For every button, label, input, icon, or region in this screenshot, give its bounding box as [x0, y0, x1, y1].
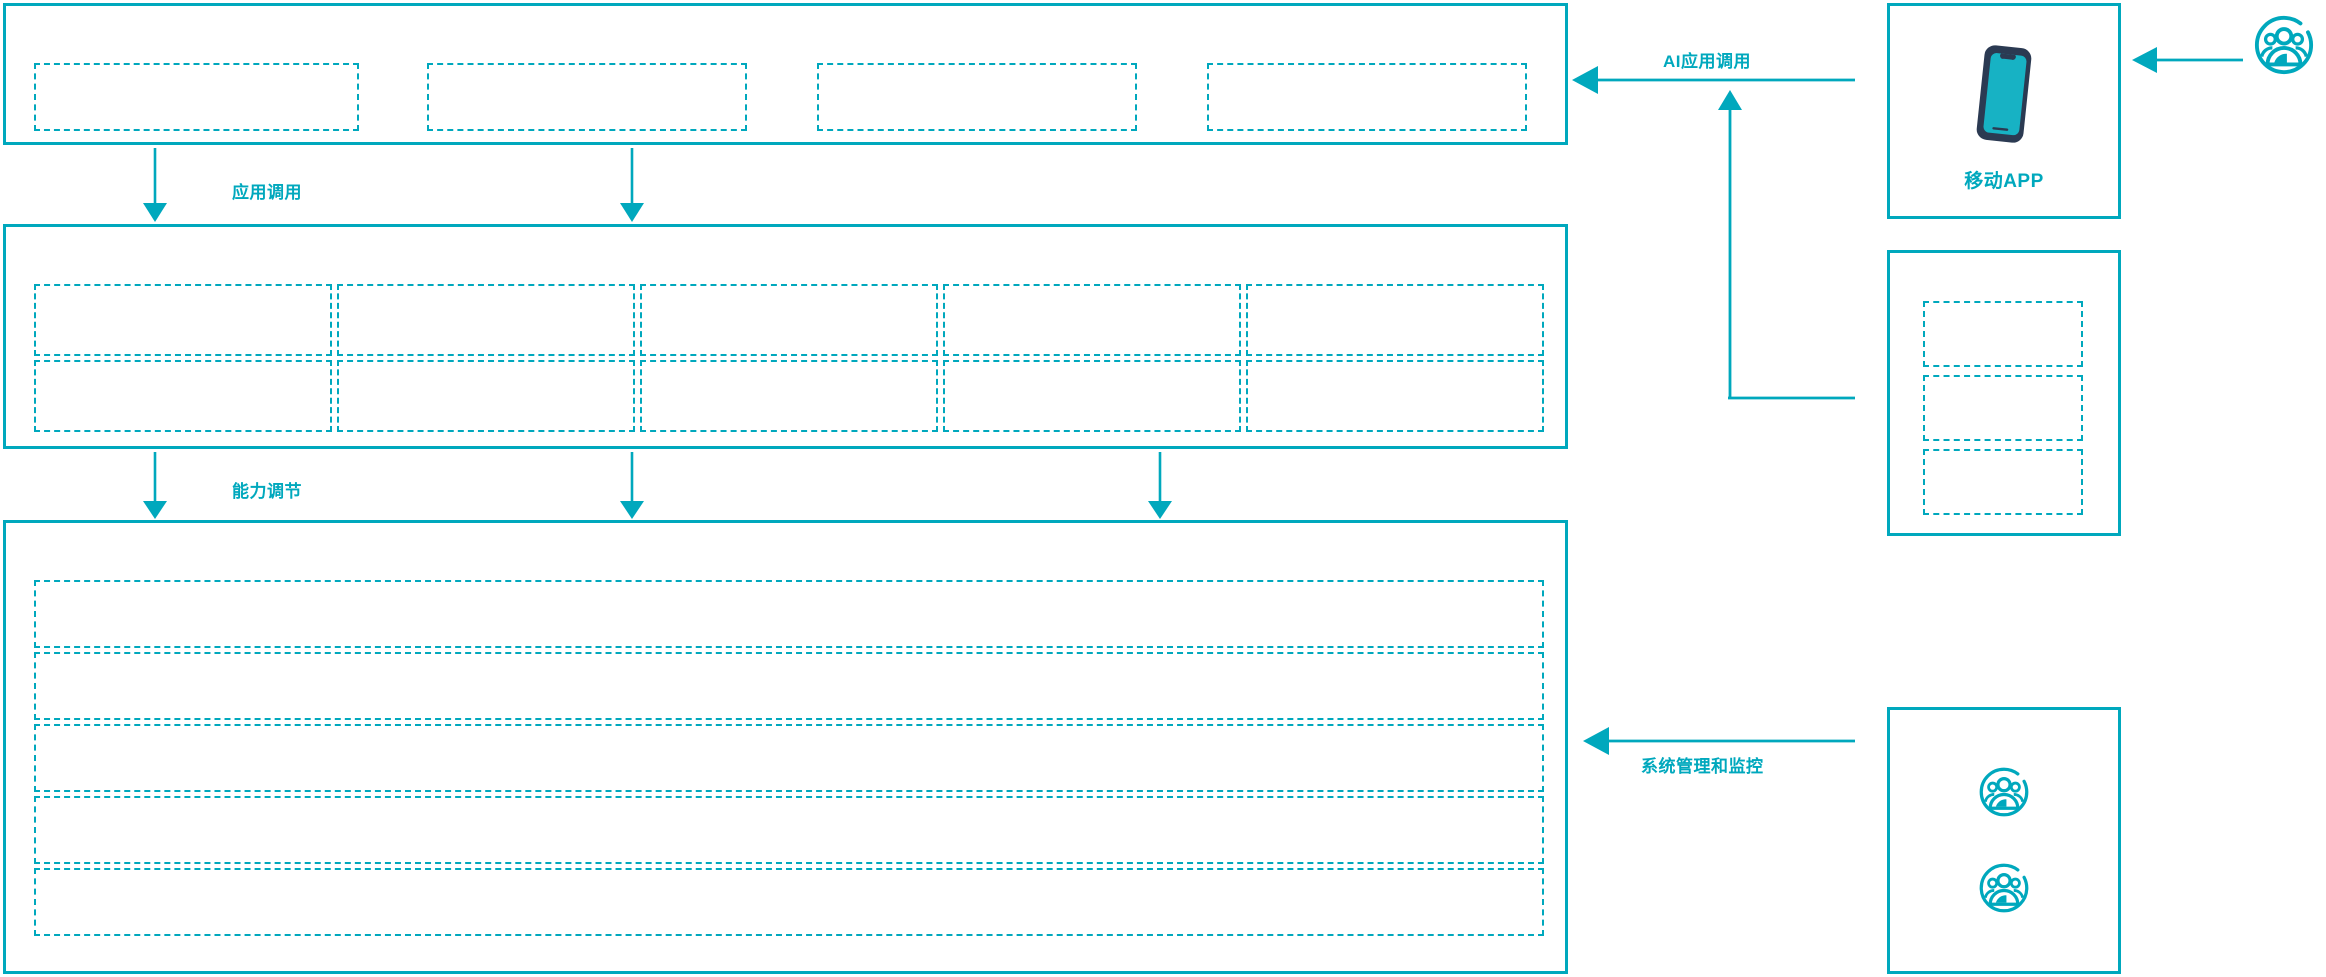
- arrow-channel-riser: [1718, 90, 1855, 400]
- capability-layer-box-3[interactable]: [640, 284, 938, 356]
- channel-panel[interactable]: [1887, 250, 2121, 536]
- capability-layer-box-7[interactable]: [337, 360, 635, 432]
- infrastructure-layer-box-5[interactable]: [34, 868, 1544, 936]
- connector-label-ai-app-invoke: AI应用调用: [1663, 52, 1751, 71]
- infrastructure-layer: [3, 520, 1568, 974]
- arrow-app-invoke-left: [143, 148, 167, 222]
- channel-panel-box-1[interactable]: [1923, 301, 2083, 367]
- mobile-app-panel[interactable]: 移动APP: [1887, 3, 2121, 219]
- arrow-system-manage-monitor: [1583, 727, 1855, 755]
- arrow-capability-adjust-2: [620, 452, 644, 519]
- connector-label-capability-adjust: 能力调节: [232, 482, 302, 501]
- capability-layer-box-9[interactable]: [943, 360, 1241, 432]
- capability-layer-box-6[interactable]: [34, 360, 332, 432]
- user-group-icon-ops-2: [1978, 862, 2030, 919]
- arrow-capability-adjust-3: [1148, 452, 1172, 519]
- user-group-icon-ops-1: [1978, 766, 2030, 823]
- connector-label-system-manage-monitor: 系统管理和监控: [1641, 757, 1764, 776]
- mobile-app-panel-label: 移动APP: [1964, 171, 2044, 192]
- channel-panel-box-3[interactable]: [1923, 449, 2083, 515]
- capability-layer-box-5[interactable]: [1246, 284, 1544, 356]
- external-user-icon: [2253, 14, 2315, 81]
- arrow-app-invoke-right: [620, 148, 644, 222]
- capability-layer-box-4[interactable]: [943, 284, 1241, 356]
- application-layer-box-2[interactable]: [427, 63, 747, 131]
- capability-layer: [3, 224, 1568, 449]
- arrow-capability-adjust-1: [143, 452, 167, 519]
- arrow-external-user-to-mobile-app: [2132, 47, 2243, 73]
- capability-layer-box-1[interactable]: [34, 284, 332, 356]
- infrastructure-layer-box-1[interactable]: [34, 580, 1544, 648]
- channel-panel-box-2[interactable]: [1923, 375, 2083, 441]
- capability-layer-box-2[interactable]: [337, 284, 635, 356]
- infrastructure-layer-box-2[interactable]: [34, 652, 1544, 720]
- operations-panel[interactable]: [1887, 707, 2121, 974]
- application-layer-box-3[interactable]: [817, 63, 1137, 131]
- infrastructure-layer-box-4[interactable]: [34, 796, 1544, 864]
- infrastructure-layer-box-3[interactable]: [34, 724, 1544, 792]
- capability-layer-box-10[interactable]: [1246, 360, 1544, 432]
- capability-layer-box-8[interactable]: [640, 360, 938, 432]
- application-layer-box-1[interactable]: [34, 63, 359, 131]
- application-layer-box-4[interactable]: [1207, 63, 1527, 131]
- smartphone-icon: [1968, 42, 2040, 151]
- application-layer: [3, 3, 1568, 145]
- connector-label-app-invoke: 应用调用: [232, 183, 302, 202]
